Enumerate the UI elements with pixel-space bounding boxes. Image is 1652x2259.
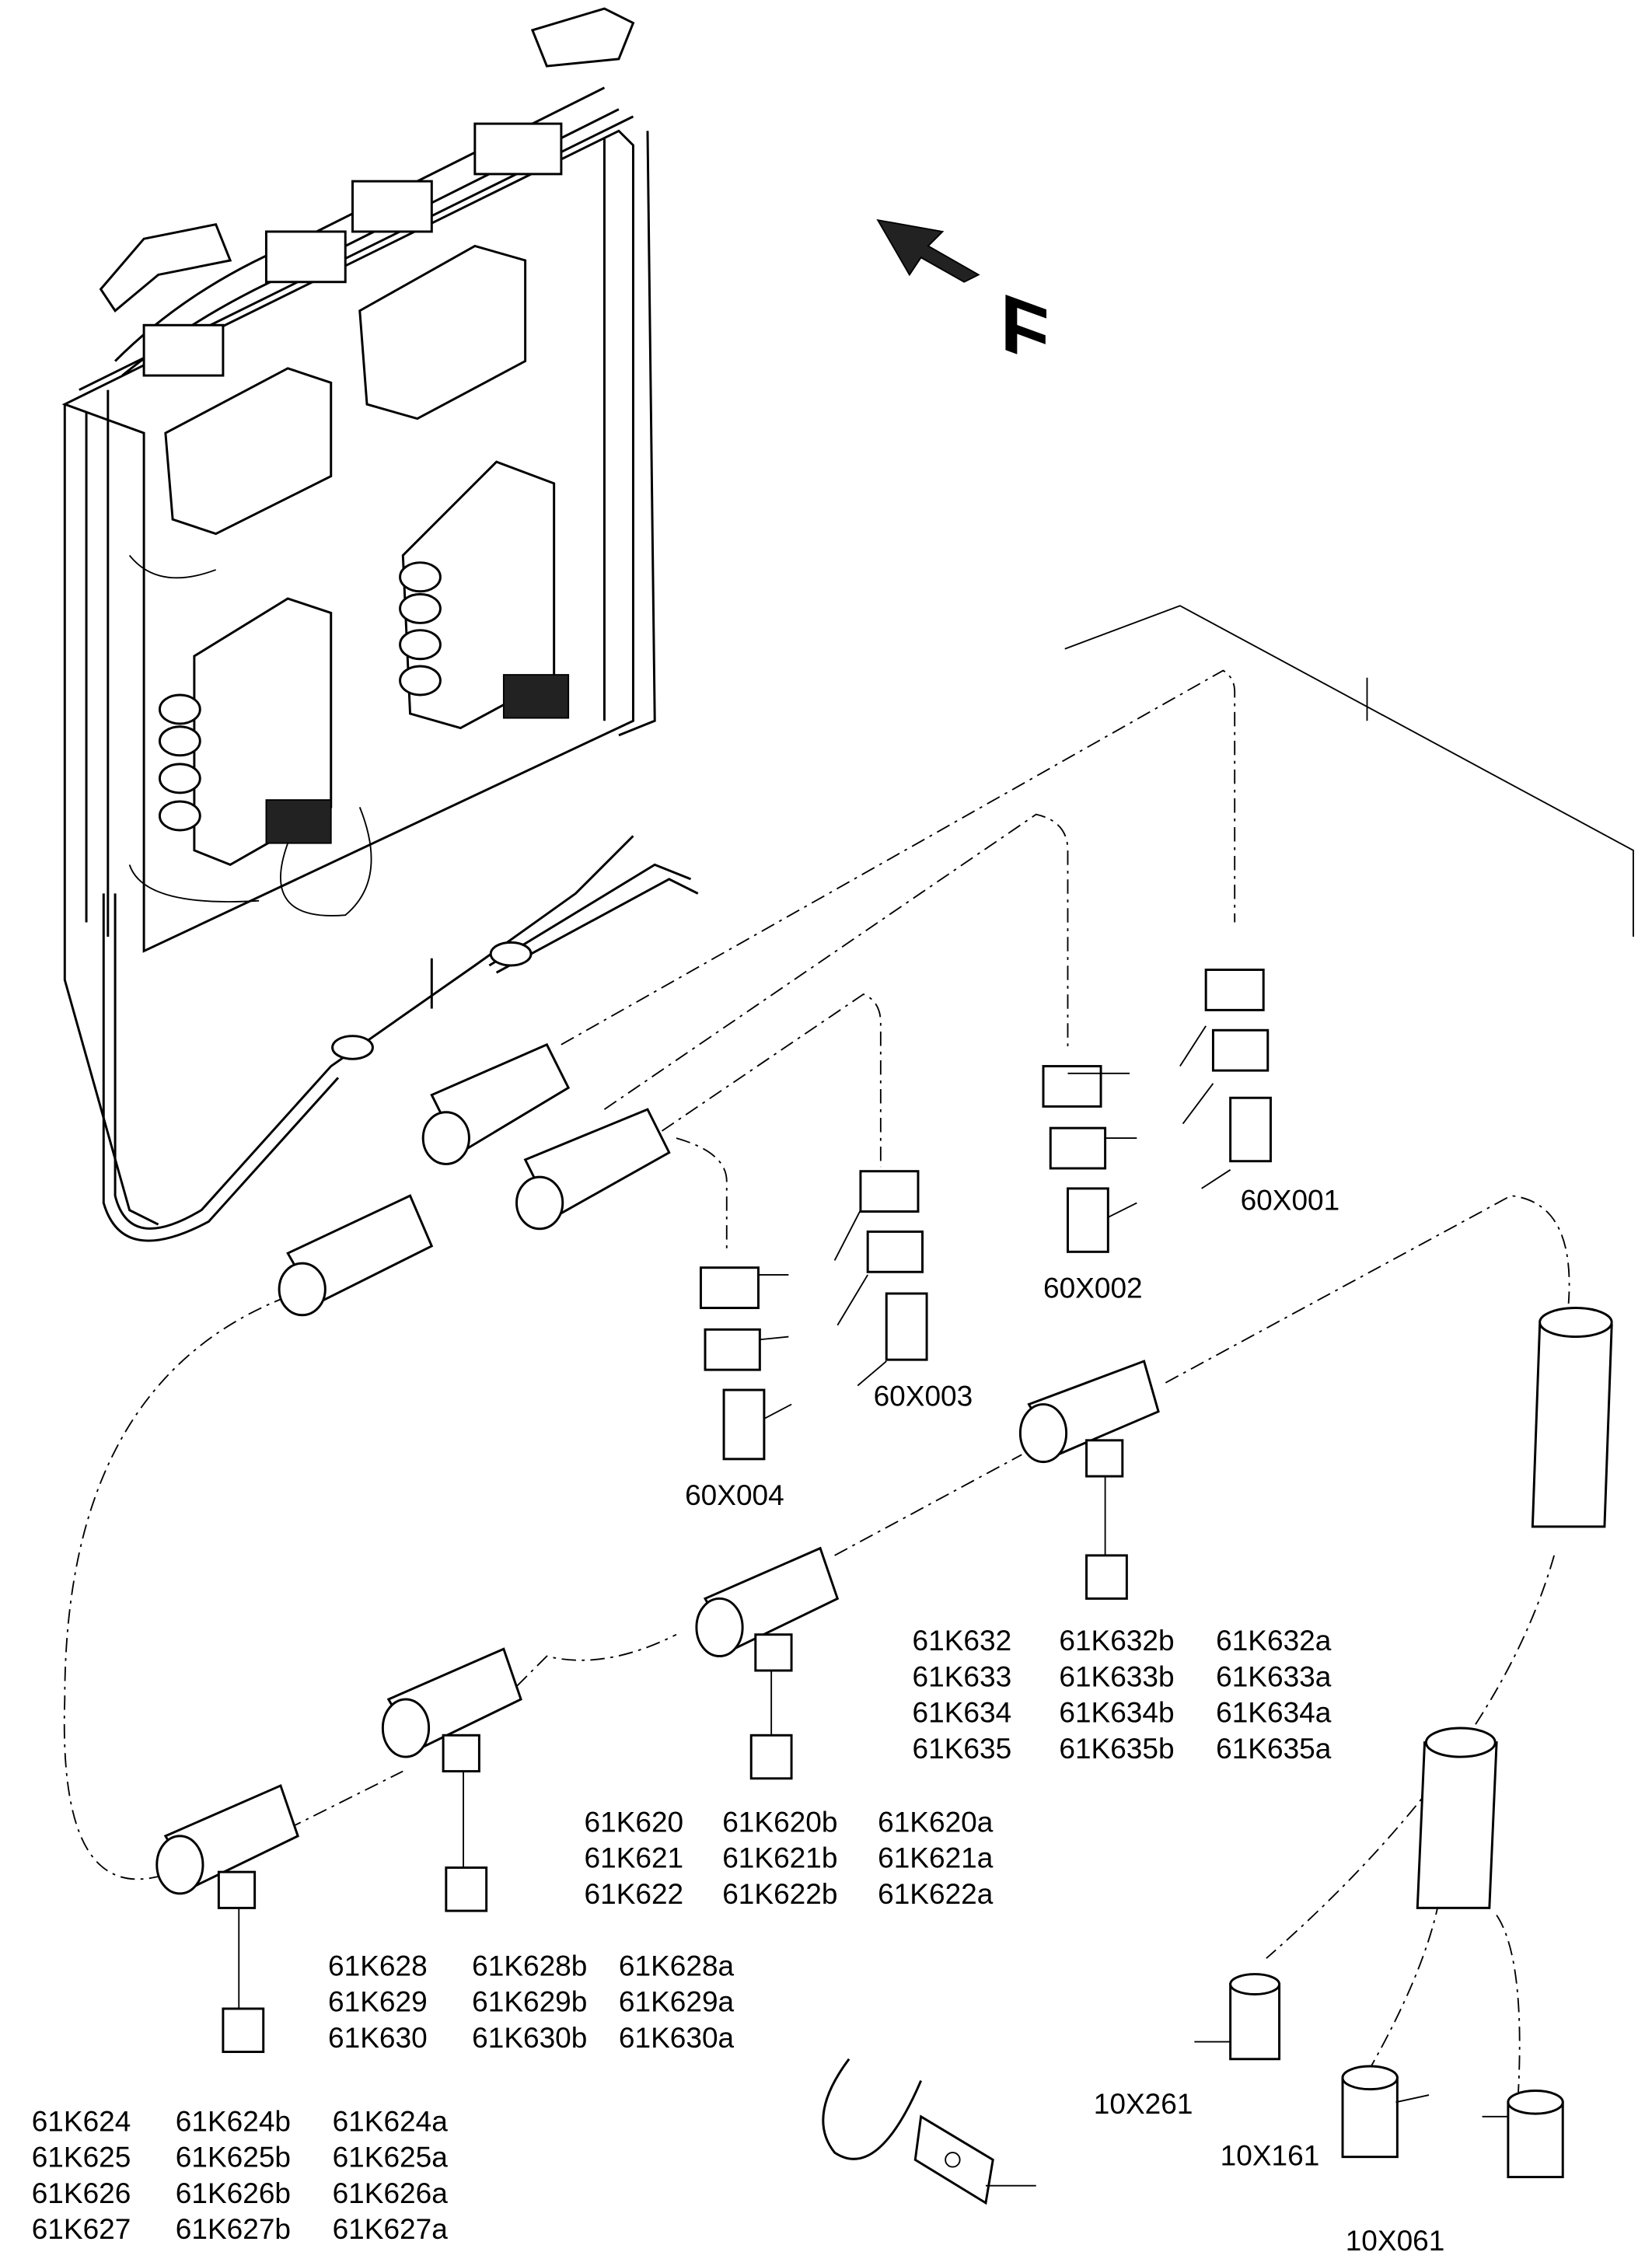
leader-frame (1064, 605, 1634, 937)
sensor-label: 61K628b (472, 1949, 587, 1981)
label-60x001: 60X001 (1241, 1184, 1340, 1217)
sensor-label: 61K626a (333, 2177, 449, 2209)
sensor-label: 61K620 (585, 1805, 684, 1838)
valve-panel (61, 7, 656, 1226)
sensor-label: 61K629b (472, 1985, 587, 2018)
tee-fittings (155, 1360, 1160, 1909)
sensor-label: 61K621b (722, 1842, 837, 1874)
label-10x161: 10X161 (1221, 2139, 1320, 2172)
sensor-label: 61K624a (333, 2104, 449, 2137)
valve-spools (158, 561, 442, 832)
sensor-label: 61K633b (1059, 1660, 1174, 1692)
sensor-label: 61K625 (32, 2141, 131, 2173)
sensor-label: 61K621 (585, 1842, 684, 1874)
label-60x003: 60X003 (874, 1379, 973, 1412)
sensor-label: 61K628 (328, 1949, 428, 1981)
arrow-up-left-icon (876, 218, 980, 283)
round-connectors (1194, 1973, 1564, 2179)
label-10x261: 10X261 (1094, 2087, 1193, 2120)
sensor-label: 61K630a (619, 2021, 735, 2054)
sensor-label: 61K625a (333, 2141, 449, 2173)
connector-labels: 60X001 60X002 60X003 60X004 10X261 10X16… (685, 1184, 1444, 2257)
sensor-label: 61K628a (619, 1949, 735, 1981)
sensor-label: 61K629a (619, 1985, 735, 2018)
sensor-label: 61K621a (878, 1842, 994, 1874)
sensor-label: 61K622a (878, 1877, 994, 1910)
routing-lines (63, 669, 1570, 2096)
label-10x061: 10X061 (1346, 2224, 1445, 2257)
sensor-label: 61K624 (32, 2104, 131, 2137)
sensor-label: 61K630b (472, 2021, 587, 2054)
connector-housings (699, 969, 1272, 1461)
sensor-label: 61K626 (32, 2177, 131, 2209)
direction-marker: F (876, 218, 1050, 383)
sensor-label: 61K635 (913, 1732, 1012, 1765)
sensor-label-groups: 61K632 61K632b 61K632a 61K633 61K633b 61K633a… (32, 1624, 1332, 2245)
sensor-label: 61K626b (176, 2177, 291, 2209)
wiring-harness (102, 835, 699, 1242)
sensor-label: 61K632a (1216, 1624, 1332, 1657)
sensor-label: 61K627 (32, 2212, 131, 2245)
label-60x004: 60X004 (685, 1479, 784, 1511)
sensor-label: 61K632 (913, 1624, 1012, 1657)
sensor-plugs (222, 1476, 1128, 2054)
sensor-label: 61K620a (878, 1805, 994, 1838)
label-60x002: 60X002 (1043, 1272, 1143, 1304)
sensor-label: 61K625b (176, 2141, 291, 2173)
sensor-label: 61K633 (913, 1660, 1012, 1692)
sensor-label: 61K630 (328, 2021, 428, 2054)
sensor-label: 61K620b (722, 1805, 837, 1838)
cable-tie-and-tag (822, 2058, 1036, 2205)
sensor-label: 61K624b (176, 2104, 291, 2137)
sensor-label: 61K632b (1059, 1624, 1174, 1657)
sensor-label: 61K629 (328, 1985, 428, 2018)
sensor-label: 61K634 (913, 1696, 1012, 1729)
sensor-label: 61K635b (1059, 1732, 1174, 1765)
sensor-label: 61K634b (1059, 1696, 1174, 1729)
direction-letter: F (1000, 275, 1049, 383)
sensor-label: 61K627a (333, 2212, 449, 2245)
sensor-label: 61K634a (1216, 1696, 1332, 1729)
sensor-label: 61K622 (585, 1877, 684, 1910)
sensor-label: 61K635a (1216, 1732, 1332, 1765)
sensor-label: 61K622b (722, 1877, 837, 1910)
sensor-label: 61K633a (1216, 1660, 1332, 1692)
sensor-label: 61K627b (176, 2212, 291, 2245)
manifold-fittings (278, 1042, 1613, 1909)
